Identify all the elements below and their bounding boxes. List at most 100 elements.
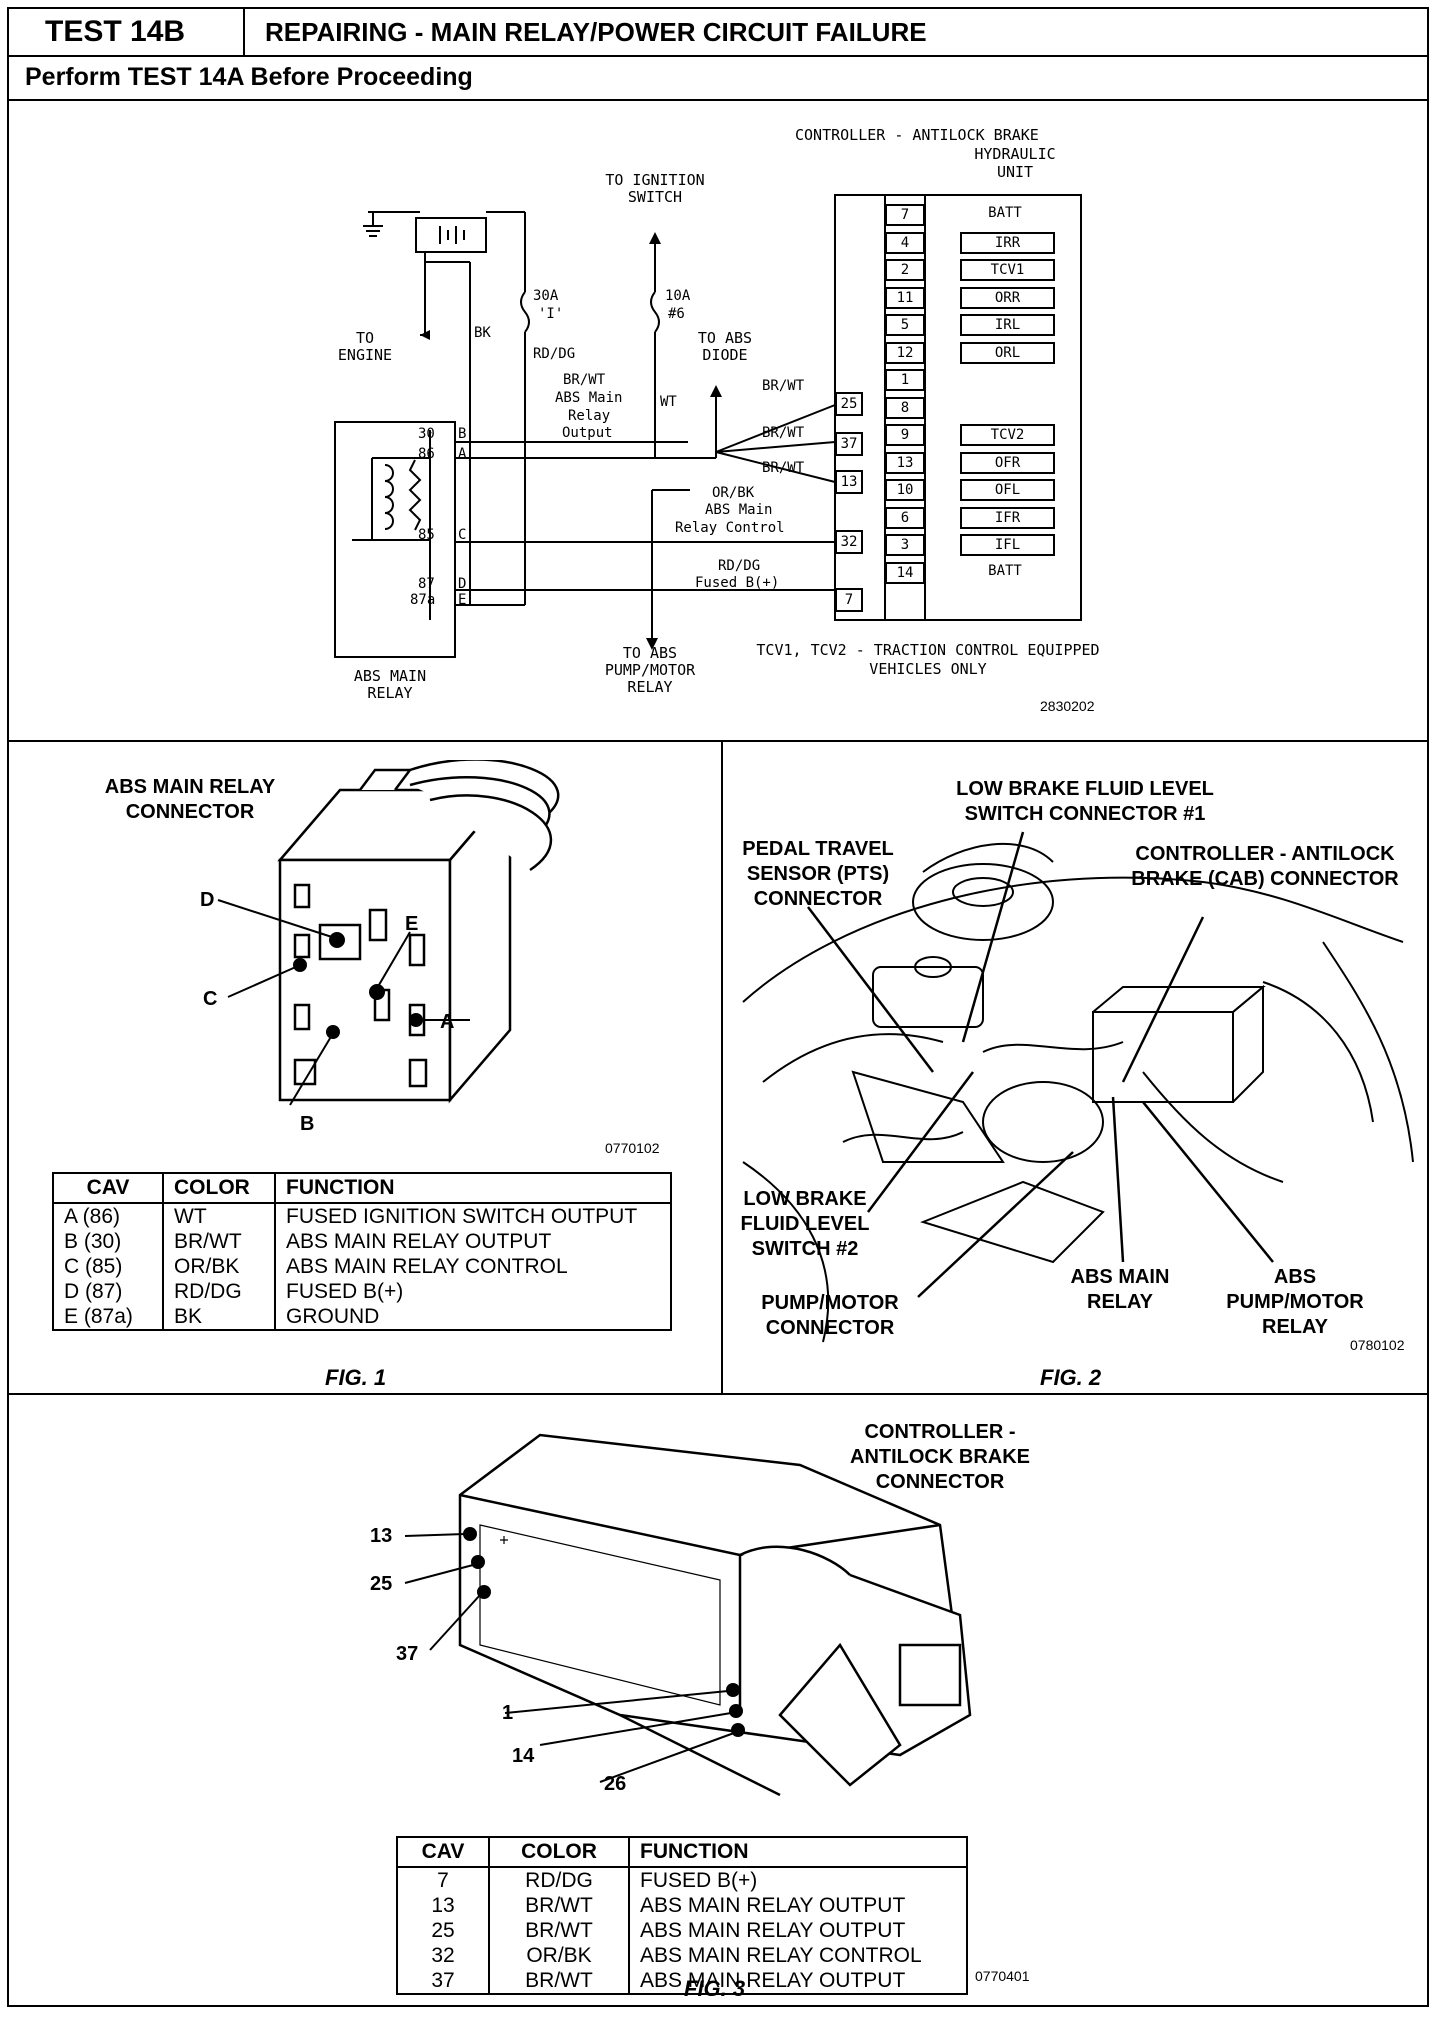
table-cell: FUSED IGNITION SWITCH OUTPUT [286, 1205, 638, 1228]
table-cell: E (87a) [53, 1304, 164, 1330]
table-cell: 25 [397, 1918, 490, 1943]
engine-bay-drawing [742, 831, 1414, 1343]
hcu-item: BATT [988, 205, 1022, 221]
table-cell: RD/DG [489, 1867, 630, 1893]
pts-connector-label: PEDAL TRAVEL SENSOR (PTS) CONNECTOR [742, 838, 894, 910]
table-cell: A (86) [53, 1203, 164, 1229]
table-cell: WT [163, 1203, 276, 1229]
output-word-label: Output [562, 425, 613, 441]
table-cell: 37 [397, 1968, 490, 1994]
relay-word-label: Relay [568, 408, 611, 424]
hcu-item: OFL [960, 479, 1055, 501]
relay-pin-30: 30 [418, 426, 435, 442]
hcu-item: ORR [960, 286, 1055, 309]
table-cell: B (30) [53, 1229, 164, 1254]
hcu-item [930, 397, 1080, 419]
cab-pin-14-label: 14 [512, 1745, 535, 1767]
table-cell: ABS MAIN RELAY CONTROL [640, 1944, 922, 1967]
fig2-caption: FIG. 2 [1040, 1365, 1102, 1390]
relay-letter-b: B [458, 426, 467, 442]
wire-rddg-label: RD/DG [533, 346, 576, 362]
table-cell: BR/WT [163, 1229, 276, 1254]
schematic-code: 2830202 [1040, 698, 1095, 714]
cab-pin-25: 25 [835, 392, 863, 416]
fig1-title: ABS MAIN RELAY CONNECTOR [104, 776, 276, 823]
table-cell: ABS MAIN RELAY OUTPUT [286, 1230, 552, 1253]
cab-pin-37: 37 [835, 432, 863, 456]
cab-pin: 7 [885, 204, 925, 226]
low-fluid-switch-2-label: LOW BRAKE FLUID LEVEL SWITCH #2 [740, 1188, 870, 1260]
relay-pin-e-label: E [405, 913, 419, 935]
table-cell: ABS MAIN RELAY OUTPUT [640, 1894, 906, 1917]
fuse-10a-id: #6 [668, 306, 685, 322]
table-cell: BR/WT [489, 1893, 630, 1918]
hcu-item: TCV2 [960, 424, 1055, 446]
cab-pin: 10 [885, 479, 925, 501]
hcu-item: ORL [960, 341, 1055, 364]
fused-rddg-label: RD/DG [718, 558, 761, 574]
relay-connector-drawing [217, 760, 560, 1106]
cab-pin-37-label: 37 [396, 1643, 419, 1665]
divider-fig1-fig2 [721, 740, 723, 1394]
fig3-code: 0770401 [975, 1968, 1030, 1984]
cab-pin-7: 7 [835, 588, 863, 612]
relay-pin-85: 85 [418, 527, 435, 543]
wire-wt-label: WT [660, 394, 677, 410]
fig1-code: 0770102 [605, 1140, 660, 1156]
fig3-col-function: FUNCTION [629, 1837, 967, 1868]
hcu-label: HYDRAULIC UNIT [974, 145, 1056, 181]
table-cell: OR/BK [163, 1254, 276, 1279]
cab-label: CONTROLLER - ANTILOCK BRAKE [795, 126, 1039, 144]
abs-main-relay-label: ABS MAIN RELAY [1070, 1266, 1170, 1313]
table-cell: ABS MAIN RELAY OUTPUT [640, 1919, 906, 1942]
to-ignition-label: TO IGNITION SWITCH [605, 171, 705, 206]
fuse-10a-label: 10A [665, 288, 691, 304]
table-cell: BK [163, 1304, 276, 1330]
relay-letter-a: A [458, 446, 467, 462]
cab-pin: 4 [885, 231, 925, 254]
fig2-code: 0780102 [1350, 1337, 1405, 1353]
table-cell: OR/BK [489, 1943, 630, 1968]
cab-pin: 9 [885, 424, 925, 446]
table-cell: 13 [397, 1893, 490, 1918]
cab-pin-1-label: 1 [502, 1702, 514, 1724]
relay-label: ABS MAIN RELAY [353, 667, 427, 702]
fig1-col-cav: CAV [53, 1173, 164, 1204]
cab13-wire-label: BR/WT [762, 460, 805, 476]
table-cell: GROUND [286, 1305, 380, 1328]
relay-pin-87a: 87a [410, 592, 436, 608]
page-subtitle: Perform TEST 14A Before Proceeding [7, 55, 1429, 101]
abs-main-control-label: ABS Main [705, 502, 773, 518]
fuse-30a-label: 30A [533, 288, 559, 304]
hcu-item: BATT [988, 562, 1022, 579]
cab-pin: 8 [885, 396, 925, 419]
table-cell: FUSED B(+) [286, 1280, 404, 1303]
cab-pin: 2 [885, 259, 925, 281]
cab-connector-drawing [404, 1433, 972, 1797]
cab-connector-label: CONTROLLER - ANTILOCK BRAKE (CAB) CONNEC… [1131, 843, 1399, 890]
relay-pin-86: 86 [418, 446, 435, 462]
cab-pin: 5 [885, 314, 925, 336]
abs-main-output-label: ABS Main [555, 390, 623, 406]
relay-pin-c-label: C [203, 988, 218, 1010]
cab-pin: 14 [885, 561, 925, 584]
relay-letter-c: C [458, 527, 467, 543]
hcu-item: IRR [960, 231, 1055, 254]
relay-letter-e: E [458, 592, 467, 608]
fig3-col-color: COLOR [489, 1837, 630, 1868]
fig1-col-color: COLOR [163, 1173, 276, 1204]
fuse-30a-id: 'I' [538, 306, 564, 322]
divider-figures [7, 1393, 1429, 1395]
fused-b-label: Fused B(+) [695, 575, 780, 591]
table-row: E (87a)BK GROUND [53, 1304, 671, 1330]
table-cell: ABS MAIN RELAY OUTPUT [640, 1969, 906, 1992]
fig3-caption: FIG. 3 [684, 1976, 746, 2001]
table-cell: FUSED B(+) [640, 1869, 758, 1892]
table-cell: BR/WT [489, 1918, 630, 1943]
